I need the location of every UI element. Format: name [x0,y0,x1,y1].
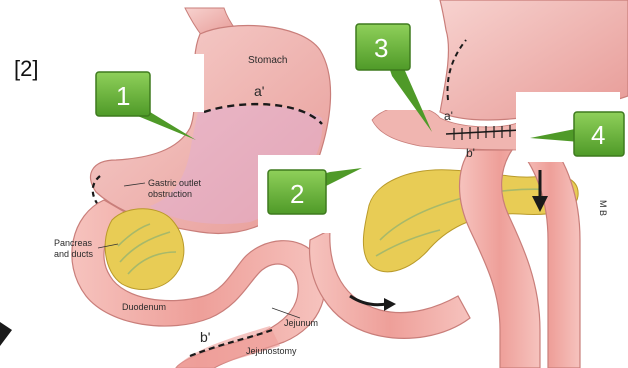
label-b-left: b' [200,329,210,345]
label-a-left: a' [254,83,264,99]
label-jejunum: Jejunum [284,318,318,328]
label-gastric-outlet-1: Gastric outlet [148,178,202,188]
label-pancreas-2: and ducts [54,249,94,259]
label-stomach: Stomach [248,55,287,66]
label-a-right: a' [444,109,453,123]
flow-arrow-right-head [384,298,396,311]
callout-4-number: 4 [591,120,605,150]
callout-3-number: 3 [374,33,388,63]
callout-2-number: 2 [290,179,304,209]
mb-logo: M B [598,200,608,216]
label-gastric-outlet-2: obstruction [148,189,192,199]
pancreas [105,209,184,290]
label-pancreas-1: Pancreas [54,238,93,248]
label-duodenum: Duodenum [122,302,166,312]
callout-1-number: 1 [116,81,130,111]
label-b-right: b' [466,146,475,160]
label-jejunostomy: Jejunostomy [246,346,297,356]
